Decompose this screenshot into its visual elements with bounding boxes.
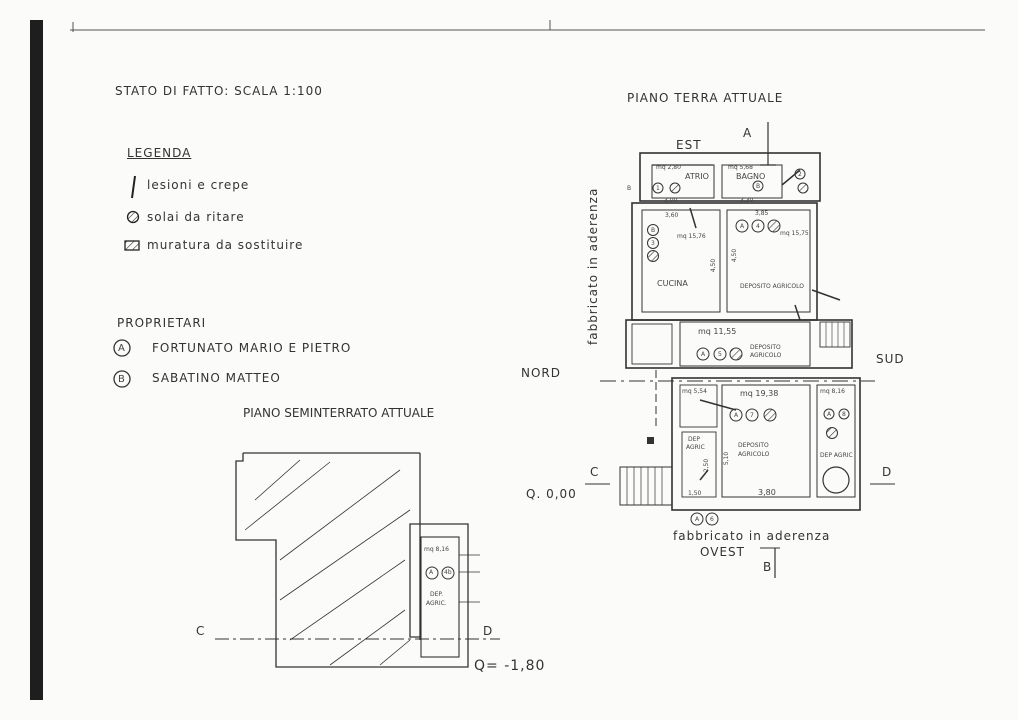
ground-adjacent-left: fabbricato in aderenza bbox=[586, 187, 600, 345]
room-middle-area: mq 11,55 bbox=[698, 327, 737, 336]
owner-b-mark: B bbox=[118, 374, 125, 385]
plan-marker-n7: 7 bbox=[750, 412, 754, 419]
room-atrio-area: mq 2,80 bbox=[656, 164, 681, 171]
hatched-circle-icon bbox=[126, 210, 140, 224]
room-bagno: BAGNO bbox=[736, 172, 766, 181]
room-dep-left-1: DEP bbox=[688, 436, 701, 443]
room-lower-1: DEPOSITO bbox=[738, 442, 769, 449]
ground-section-b: B bbox=[763, 560, 773, 574]
ground-north-label: NORD bbox=[521, 366, 561, 380]
plan-marker-n3: 3 bbox=[651, 240, 655, 247]
dim-7: 5,10 bbox=[723, 451, 731, 466]
drawing-heading: STATO DI FATTO: SCALA 1:100 bbox=[115, 84, 323, 98]
room-deposito-n: DEPOSITO AGRICOLO bbox=[740, 283, 804, 290]
room-deposito-n-area: mq 15,75 bbox=[780, 230, 809, 237]
plan-marker-n2: 2 bbox=[798, 171, 802, 178]
ground-adjacent-bottom: fabbricato in aderenza bbox=[673, 529, 831, 543]
dim-1: 3,00 bbox=[664, 197, 678, 204]
room-dep-left-2: AGRIC bbox=[686, 444, 705, 451]
ground-south-label: SUD bbox=[876, 352, 905, 366]
plan-marker-b2: B bbox=[756, 183, 761, 190]
room-cucina: CUCINA bbox=[657, 279, 688, 288]
dim-8: 3,80 bbox=[758, 488, 776, 497]
ground-section-d: D bbox=[882, 465, 893, 479]
ground-section-c: C bbox=[590, 465, 600, 479]
plan-marker-b1: B bbox=[627, 185, 632, 192]
owner-a-mark: A bbox=[118, 343, 125, 354]
binding-strip bbox=[30, 20, 43, 700]
basement-room-label-1: DEP. bbox=[430, 591, 444, 598]
owners-title: PROPRIETARI bbox=[117, 316, 207, 330]
plan-marker-a4: A bbox=[740, 223, 745, 230]
ground-elevation: Q. 0,00 bbox=[526, 487, 577, 501]
hatched-rect-icon bbox=[124, 240, 140, 251]
owner-a-circle-icon bbox=[113, 339, 131, 357]
room-dep-right: DEP AGRIC bbox=[820, 452, 853, 459]
room-atrio: ATRIO bbox=[685, 172, 709, 181]
basement-plan bbox=[215, 452, 500, 668]
room-middle-1: DEPOSITO bbox=[750, 344, 781, 351]
dim-5: 4,50 bbox=[710, 258, 718, 273]
room-bagno-area: mq 5,68 bbox=[728, 164, 753, 171]
ground-west-label: OVEST bbox=[700, 545, 745, 559]
room-cucina-area: mq 15,76 bbox=[677, 233, 706, 240]
dim-3: 3,60 bbox=[665, 212, 679, 219]
basement-title: PIANO SEMINTERRATO ATTUALE bbox=[243, 406, 435, 420]
dim-10: 2,50 bbox=[703, 458, 711, 473]
basement-room-label-2: AGRIC. bbox=[426, 600, 447, 607]
plan-marker-n6: 6 bbox=[710, 516, 714, 523]
dim-9: 1,50 bbox=[688, 490, 702, 497]
basement-owner-mark: A bbox=[429, 569, 434, 576]
ground-section-a: A bbox=[743, 126, 753, 140]
basement-room-number: 4b bbox=[444, 569, 452, 576]
room-right-small-area: mq 8,16 bbox=[820, 388, 845, 395]
plan-marker-n1: 1 bbox=[656, 185, 660, 192]
plan-marker-a7: A bbox=[734, 412, 739, 419]
basement-elevation: Q= -1,80 bbox=[474, 658, 546, 674]
owner-a-name: FORTUNATO MARIO E PIETRO bbox=[152, 341, 352, 355]
dim-6: 4,50 bbox=[731, 248, 739, 263]
basement-section-c: C bbox=[196, 624, 206, 638]
room-lower-2: AGRICOLO bbox=[738, 451, 770, 458]
owner-b-name: SABATINO MATTEO bbox=[152, 371, 281, 385]
basement-section-d: D bbox=[483, 624, 494, 638]
room-lower-area: mq 19,38 bbox=[740, 389, 779, 398]
dim-2: 3,30 bbox=[740, 197, 754, 204]
legend-title: LEGENDA bbox=[127, 146, 192, 160]
legend-item-cracks: lesioni e crepe bbox=[147, 178, 250, 192]
owner-b-circle-icon bbox=[113, 370, 131, 388]
plan-marker-b3: B bbox=[651, 227, 656, 234]
legend-item-floors: solai da ritare bbox=[147, 210, 245, 224]
crack-line-icon bbox=[131, 175, 136, 199]
legend-item-walls: muratura da sostituire bbox=[147, 238, 304, 252]
ground-floor-title: PIANO TERRA ATTUALE bbox=[627, 91, 784, 105]
ground-east-label: EST bbox=[676, 138, 702, 152]
plan-marker-n8: 8 bbox=[842, 411, 846, 418]
plan-marker-a8: A bbox=[827, 411, 832, 418]
plan-marker-n5: 5 bbox=[718, 351, 722, 358]
basement-room-area: mq 8,16 bbox=[424, 546, 449, 553]
room-middle-2: AGRICOLO bbox=[750, 352, 782, 359]
dim-4: 3,85 bbox=[755, 210, 769, 217]
ground-floor-plan bbox=[585, 122, 895, 578]
plan-marker-a5: A bbox=[701, 351, 706, 358]
plan-marker-n4: 4 bbox=[756, 223, 760, 230]
room-left-small-area: mq 5,54 bbox=[682, 388, 707, 395]
plan-marker-a6: A bbox=[695, 516, 700, 523]
